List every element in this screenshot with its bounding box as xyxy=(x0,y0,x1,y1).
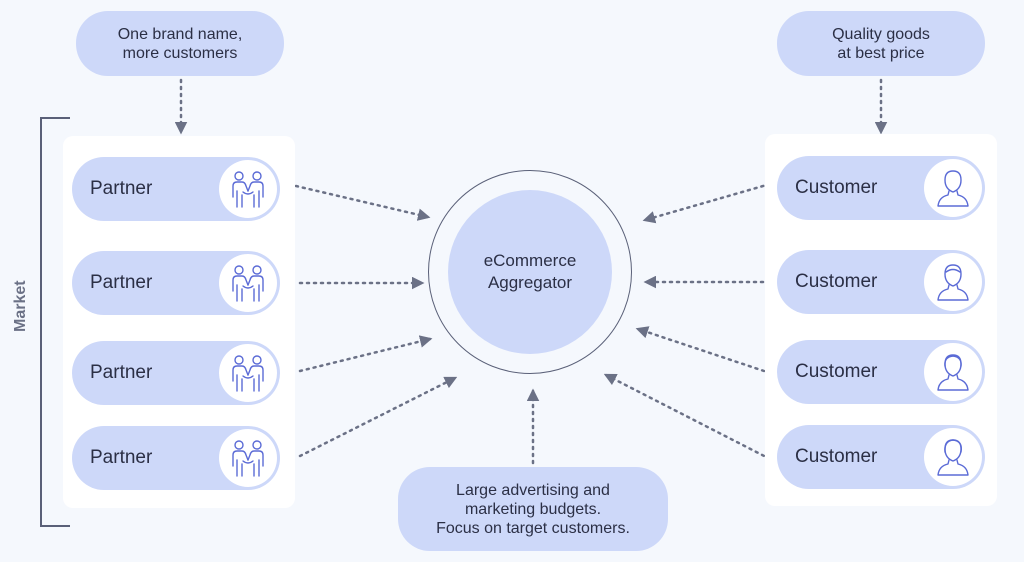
bottom-note-line-2: marketing budgets. xyxy=(464,500,602,518)
bottom-note: Large advertising and marketing budgets.… xyxy=(398,467,668,551)
handshake-icon xyxy=(219,429,277,487)
bottom-note-line-3: Focus on target customers. xyxy=(436,519,630,537)
customer-label: Customer xyxy=(795,271,878,292)
handshake-icon xyxy=(219,160,277,218)
partner-label: Partner xyxy=(90,178,153,199)
top-left-note-line-1: One brand name, xyxy=(117,25,243,43)
arrow-customer-3 xyxy=(635,326,766,373)
arrow-customer-1 xyxy=(642,182,772,224)
partner-label: Partner xyxy=(90,447,153,468)
handshake-icon xyxy=(219,254,277,312)
person-icon xyxy=(924,159,982,217)
arrow-partner-4 xyxy=(298,376,458,458)
customer-node: Customer xyxy=(777,340,985,404)
customer-node: Customer xyxy=(777,156,985,220)
partner-label: Partner xyxy=(90,362,153,383)
customer-label: Customer xyxy=(795,177,878,198)
partner-node: Partner xyxy=(72,426,280,490)
hub-label-line-2: Aggregator xyxy=(487,273,573,292)
customer-label: Customer xyxy=(795,446,878,467)
top-left-note-line-2: more customers xyxy=(122,44,238,62)
partner-node: Partner xyxy=(72,251,280,315)
person-icon xyxy=(924,253,982,311)
person-icon xyxy=(924,343,982,401)
customer-node: Customer xyxy=(777,425,985,489)
market-label: Market xyxy=(12,280,29,332)
arrow-customer-4 xyxy=(603,373,772,461)
partner-node: Partner xyxy=(72,157,280,221)
arrow-partner-1 xyxy=(294,184,431,221)
customer-node: Customer xyxy=(777,250,985,314)
bottom-note-line-1: Large advertising and xyxy=(456,481,610,499)
top-right-note-line-2: at best price xyxy=(837,44,925,62)
hub-node: eCommerce Aggregator xyxy=(448,190,612,354)
partner-node: Partner xyxy=(72,341,280,405)
person-icon xyxy=(924,428,982,486)
customer-label: Customer xyxy=(795,361,878,382)
top-right-note-line-1: Quality goods xyxy=(832,25,930,43)
market-bracket xyxy=(40,117,70,527)
top-right-note: Quality goods at best price xyxy=(777,11,985,76)
arrow-partner-3 xyxy=(298,335,433,373)
top-left-note: One brand name, more customers xyxy=(76,11,284,76)
handshake-icon xyxy=(219,344,277,402)
partner-label: Partner xyxy=(90,272,153,293)
hub-label-line-1: eCommerce xyxy=(483,251,577,270)
